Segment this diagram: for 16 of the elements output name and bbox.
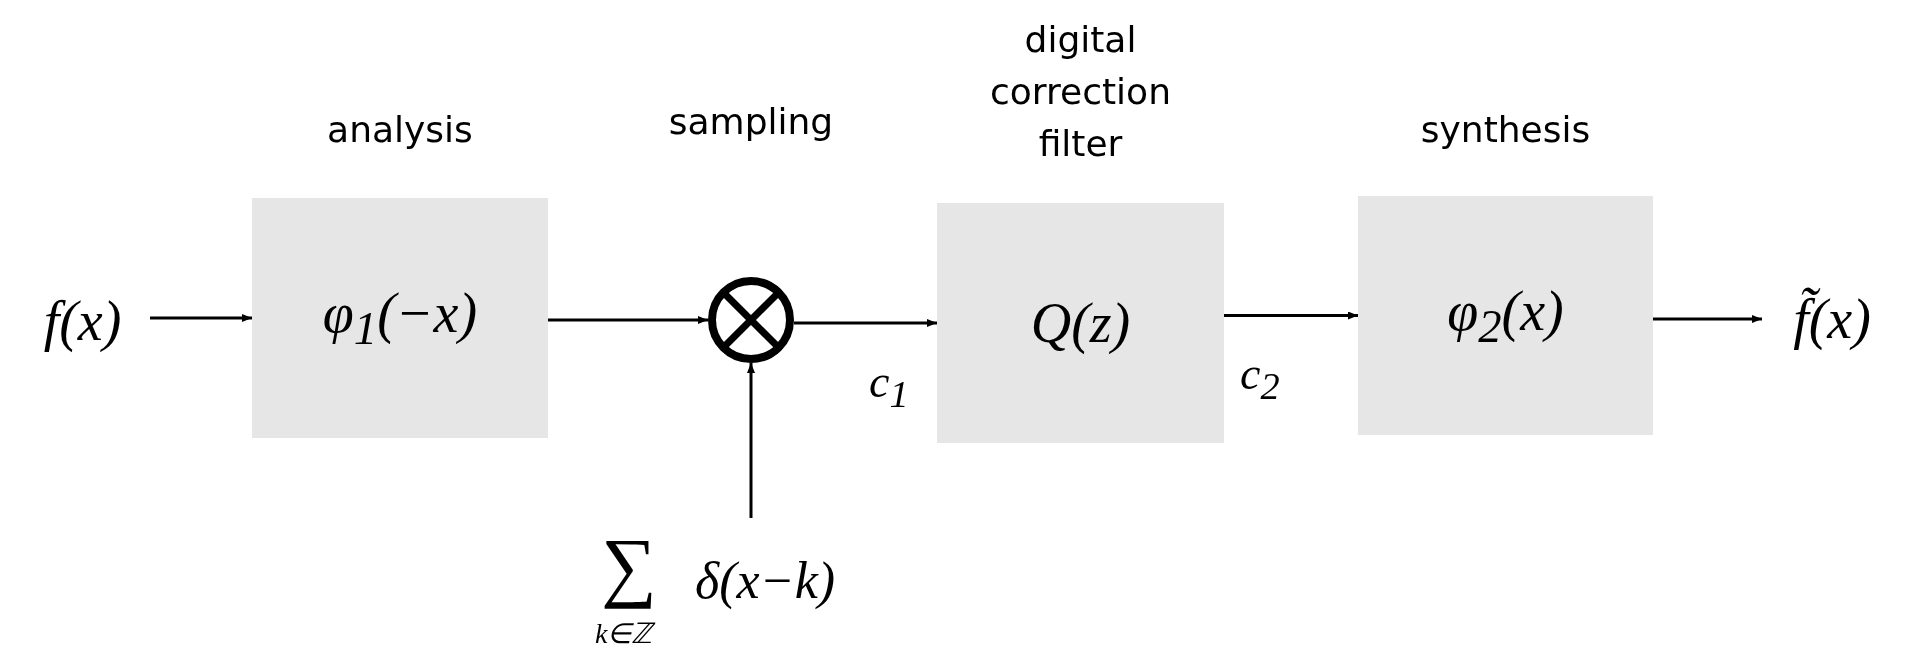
block-heading: sampling: [667, 100, 835, 144]
arrow: [794, 319, 937, 327]
block-heading: analysis: [326, 108, 474, 152]
arrow: [747, 363, 755, 518]
impulse-train: δ(x−k): [695, 551, 836, 611]
transfer-function: φ$_{2}$(x): [1447, 278, 1564, 353]
arrow: [548, 316, 708, 324]
arrow: [150, 314, 252, 322]
transfer-function: Q(z): [1030, 291, 1131, 355]
signal-label: f̃(x): [1792, 286, 1872, 352]
transfer-function: φ$_{1}$(−x): [322, 280, 478, 356]
block-heading: digital correction filter: [989, 18, 1172, 166]
block-heading: synthesis: [1419, 108, 1592, 152]
arrow: [1224, 311, 1358, 320]
arrow: [1653, 315, 1762, 323]
signal-label: f(x): [42, 289, 123, 354]
